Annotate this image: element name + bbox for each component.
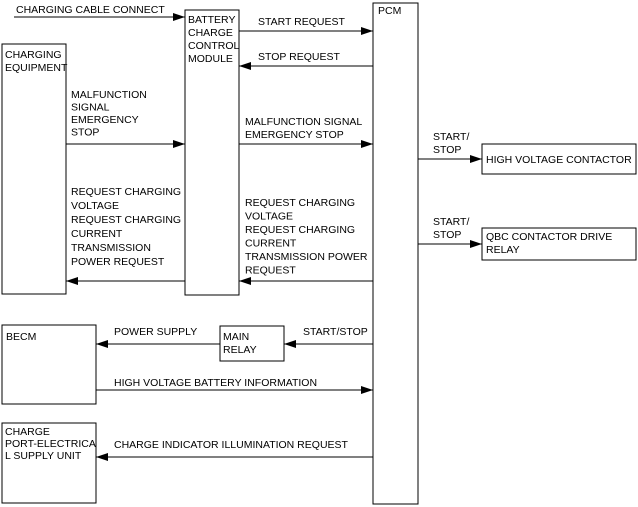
start-stop-hv-label-line: STOP — [433, 144, 461, 156]
pcm-box — [372, 2, 419, 505]
hv-contactor-box — [481, 143, 637, 175]
charge-port-label-line: CHARGE — [5, 426, 50, 438]
becm-label: BECM — [6, 331, 36, 343]
request-left-label: REQUEST CHARGING VOLTAGE REQUEST CHARGING C… — [71, 186, 181, 268]
charging-cable-connect-label: CHARGING CABLE CONNECT — [16, 4, 165, 16]
malfunction-left-label-line: MALFUNCTION — [71, 89, 147, 101]
request-left-label-line: POWER REQUEST — [71, 256, 165, 268]
becm-box — [1, 324, 97, 405]
start-stop-relay-label-line: START/STOP — [303, 326, 368, 338]
start-request-label: START REQUEST — [258, 16, 346, 28]
charging-equipment-label-line: CHARGING — [5, 49, 62, 61]
bccm-label-line: MODULE — [188, 53, 233, 65]
power-supply-label: POWER SUPPLY — [114, 326, 197, 338]
request-right-label-line: VOLTAGE — [245, 211, 293, 223]
request-right-label-line: REQUEST CHARGING — [245, 224, 355, 236]
bccm-label-line: CONTROL — [188, 40, 239, 52]
bccm-label-line: CHARGE — [188, 27, 233, 39]
charge-indicator-label: CHARGE INDICATOR ILLUMINATION REQUEST — [114, 439, 349, 451]
hv-battery-info-label: HIGH VOLTAGE BATTERY INFORMATION — [114, 377, 317, 389]
start-stop-qbc-label-line: START/ — [433, 216, 469, 228]
hv-contactor-label-line: HIGH VOLTAGE CONTACTOR — [486, 154, 632, 166]
charging-cable-connect-label-line: CHARGING CABLE CONNECT — [16, 4, 165, 16]
becm-label-line: BECM — [6, 331, 36, 343]
charge-port-box — [1, 422, 97, 504]
malfunction-left-label-line: STOP — [71, 127, 99, 139]
malfunction-right-label-line: EMERGENCY STOP — [245, 129, 344, 141]
charging-equipment-box — [1, 43, 67, 295]
request-left-label-line: VOLTAGE — [71, 200, 119, 212]
start-stop-relay-label: START/STOP — [303, 326, 368, 338]
start-stop-hv-label-line: START/ — [433, 131, 469, 143]
request-right-label-line: CURRENT — [245, 238, 297, 250]
charge-indicator-label-line: CHARGE INDICATOR ILLUMINATION REQUEST — [114, 439, 349, 451]
main-relay-label-line: RELAY — [223, 344, 257, 356]
stop-request-label: STOP REQUEST — [258, 51, 340, 63]
charge-port-label-line: PORT-ELECTRICA — [5, 438, 96, 450]
qbc-relay-label-line: QBC CONTACTOR DRIVE — [486, 231, 612, 243]
bccm-label-line: BATTERY — [188, 14, 235, 26]
power-supply-label-line: POWER SUPPLY — [114, 326, 197, 338]
main-relay-label-line: MAIN — [223, 331, 249, 343]
request-left-label-line: REQUEST CHARGING — [71, 214, 181, 226]
hv-contactor-label: HIGH VOLTAGE CONTACTOR — [486, 154, 632, 166]
start-stop-hv-label: START/STOP — [433, 131, 469, 156]
malfunction-right-label-line: MALFUNCTION SIGNAL — [245, 116, 362, 128]
stop-request-label-line: STOP REQUEST — [258, 51, 340, 63]
start-stop-qbc-label: START/STOP — [433, 216, 469, 241]
request-left-label-line: TRANSMISSION — [71, 242, 151, 254]
request-right-label-line: REQUEST CHARGING — [245, 197, 355, 209]
bccm-box — [184, 9, 240, 296]
request-right-label-line: REQUEST — [245, 265, 296, 277]
main-relay-box — [219, 325, 285, 362]
malfunction-left-label-line: EMERGENCY — [71, 114, 139, 126]
malfunction-left-label-line: SIGNAL — [71, 102, 110, 114]
start-request-label-line: START REQUEST — [258, 16, 346, 28]
hv-battery-info-label-line: HIGH VOLTAGE BATTERY INFORMATION — [114, 377, 317, 389]
start-stop-qbc-label-line: STOP — [433, 229, 461, 241]
charging-equipment-label-line: EQUIPMENT — [5, 62, 68, 74]
charge-port-label-line: L SUPPLY UNIT — [5, 450, 82, 462]
request-right-label-line: TRANSMISSION POWER — [245, 251, 368, 263]
qbc-relay-label-line: RELAY — [486, 244, 520, 256]
pcm-label-line: PCM — [378, 5, 401, 17]
request-left-label-line: CURRENT — [71, 228, 123, 240]
pcm-label: PCM — [378, 5, 401, 17]
request-left-label-line: REQUEST CHARGING — [71, 186, 181, 198]
